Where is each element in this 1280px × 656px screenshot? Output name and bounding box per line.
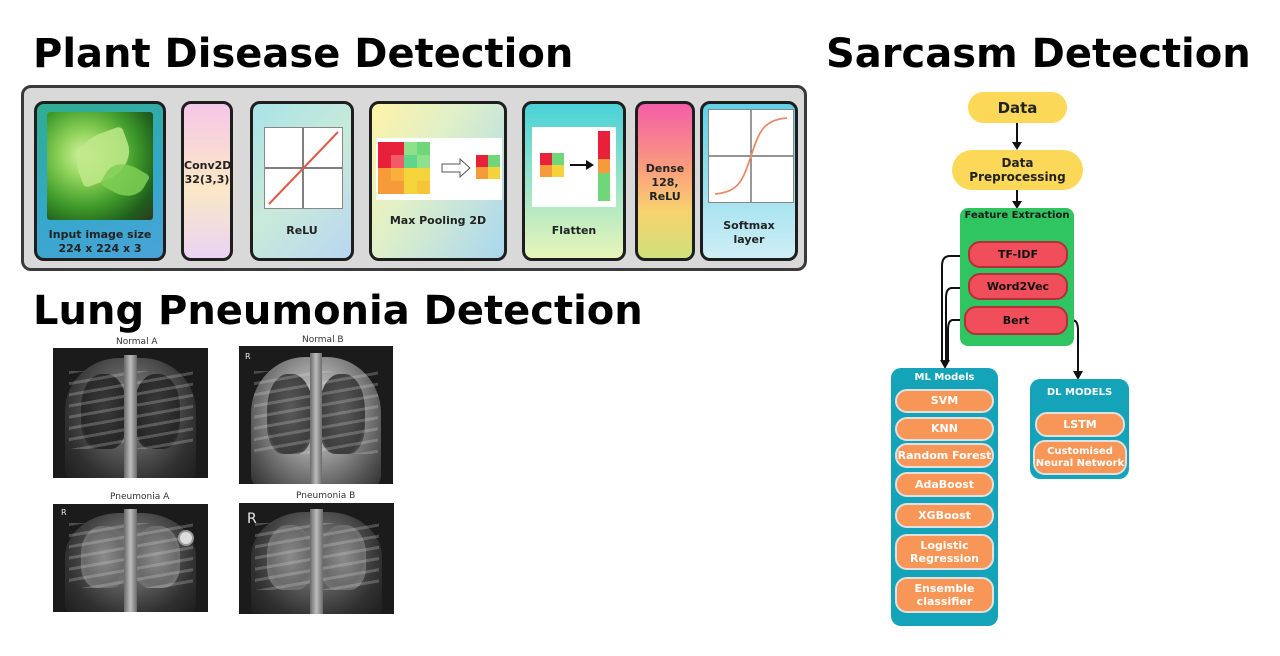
ml-model-knn: KNN	[895, 417, 994, 441]
ml-model-ensemble-classifier: Ensemble classifier	[895, 577, 994, 613]
feature-tfidf: TF-IDF	[968, 241, 1068, 268]
flatten-panel	[532, 127, 616, 207]
softmax-graph	[709, 110, 793, 202]
pooling-graphic	[378, 142, 500, 194]
ml-model-logistic-regression: Logistic Regression	[895, 534, 994, 570]
flatten-label: Flatten	[551, 224, 597, 237]
ml-models-title: ML Models	[914, 372, 975, 383]
side-marker: R	[247, 511, 257, 527]
relu-layer: ReLU	[250, 101, 354, 261]
caption-normal-b: Normal B	[302, 335, 344, 345]
data-node: Data	[968, 92, 1067, 123]
ecg-lead-icon	[178, 530, 194, 546]
xray-pneumonia-b: R	[239, 503, 394, 614]
dl-model-custom-nn: Customised Neural Network	[1033, 440, 1127, 475]
caption-normal-a: Normal A	[116, 337, 158, 347]
dl-model-lstm: LSTM	[1035, 412, 1125, 437]
ml-model-adaboost: AdaBoost	[895, 472, 994, 497]
input-layer-label: Input image size 224 x 224 x 3	[48, 228, 152, 255]
softmax-layer: Softmax layer	[700, 101, 798, 261]
flatten-graphic	[540, 131, 610, 201]
cnn-pipeline: Input image size 224 x 224 x 3 Conv2D 32…	[21, 85, 807, 271]
caption-pneumonia-b: Pneumonia B	[296, 491, 356, 501]
ml-model-random-forest: Random Forest	[895, 443, 994, 468]
conv2d-label: Conv2D 32(3,3)	[184, 159, 232, 186]
side-marker: R	[245, 352, 251, 361]
leaf-image	[47, 112, 153, 220]
max-pooling-label: Max Pooling 2D	[389, 214, 487, 227]
pooling-panel	[376, 138, 502, 200]
feature-bert: Bert	[964, 306, 1068, 335]
dl-models-title: DL MODELS	[1046, 387, 1113, 398]
xray-grid: Normal A Normal B Pneumonia A Pneumonia …	[48, 335, 400, 620]
sarcasm-title: Sarcasm Detection	[826, 31, 1251, 77]
softmax-label: Softmax layer	[723, 219, 775, 246]
lung-pneumonia-title: Lung Pneumonia Detection	[33, 288, 643, 334]
xray-normal-b: R	[239, 346, 393, 484]
max-pooling-layer: Max Pooling 2D	[369, 101, 507, 261]
input-layer: Input image size 224 x 224 x 3	[34, 101, 166, 261]
flatten-layer: Flatten	[522, 101, 626, 261]
conv2d-layer: Conv2D 32(3,3)	[181, 101, 233, 261]
ml-model-xgboost: XGBoost	[895, 503, 994, 528]
ml-model-svm: SVM	[895, 389, 994, 413]
dense-label: Dense 128, ReLU	[645, 162, 685, 203]
relu-graph	[265, 128, 342, 208]
side-marker: R	[61, 508, 67, 517]
feature-extraction-title: Feature Extraction	[964, 210, 1070, 221]
softmax-graph-panel	[708, 109, 794, 203]
relu-label: ReLU	[286, 224, 318, 237]
relu-graph-panel	[264, 127, 343, 209]
xray-pneumonia-a: R	[53, 504, 208, 612]
feature-word2vec: Word2Vec	[968, 273, 1068, 300]
preprocessing-node: Data Preprocessing	[952, 150, 1083, 190]
xray-normal-a	[53, 348, 208, 478]
dense-layer: Dense 128, ReLU	[635, 101, 695, 261]
plant-disease-title: Plant Disease Detection	[33, 31, 574, 77]
caption-pneumonia-a: Pneumonia A	[110, 492, 170, 502]
